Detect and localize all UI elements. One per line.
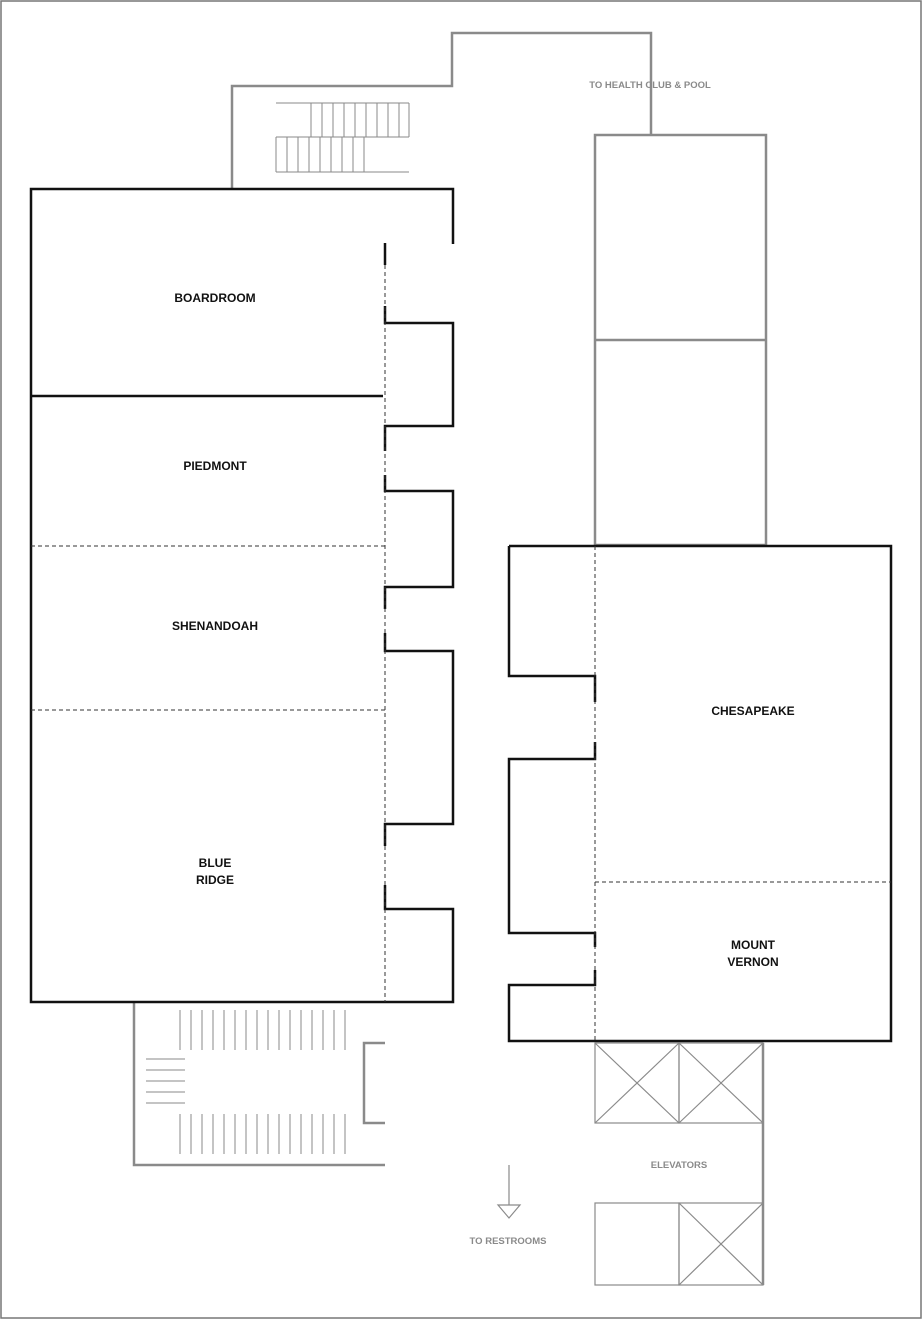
room-label-chesapeake[interactable]: CHESAPEAKE [711, 704, 795, 718]
room-label-mount-vernon[interactable]: MOUNT VERNON [727, 938, 779, 969]
elevators-icon [594, 1042, 764, 1286]
room-label-boardroom[interactable]: BOARDROOM [174, 291, 256, 305]
right-wing-walls [507, 544, 893, 1043]
stairs-bottom-icon [146, 1010, 346, 1154]
room-label-shenandoah[interactable]: SHENANDOAH [171, 619, 259, 633]
health-club-direction-label: TO HEALTH CLUB & POOL [589, 80, 711, 91]
restrooms-direction-label: TO RESTROOMS [469, 1236, 547, 1247]
partition-lines [31, 265, 891, 1041]
room-label-piedmont[interactable]: PIEDMONT [183, 459, 247, 473]
room-label-blue-ridge[interactable]: BLUE RIDGE [195, 856, 235, 887]
arrow-down-icon [496, 1165, 522, 1219]
stairs-top-icon [275, 102, 410, 173]
elevators-label: ELEVATORS [650, 1160, 708, 1171]
service-corridors [132, 31, 768, 1285]
left-wing-walls [29, 187, 455, 1004]
